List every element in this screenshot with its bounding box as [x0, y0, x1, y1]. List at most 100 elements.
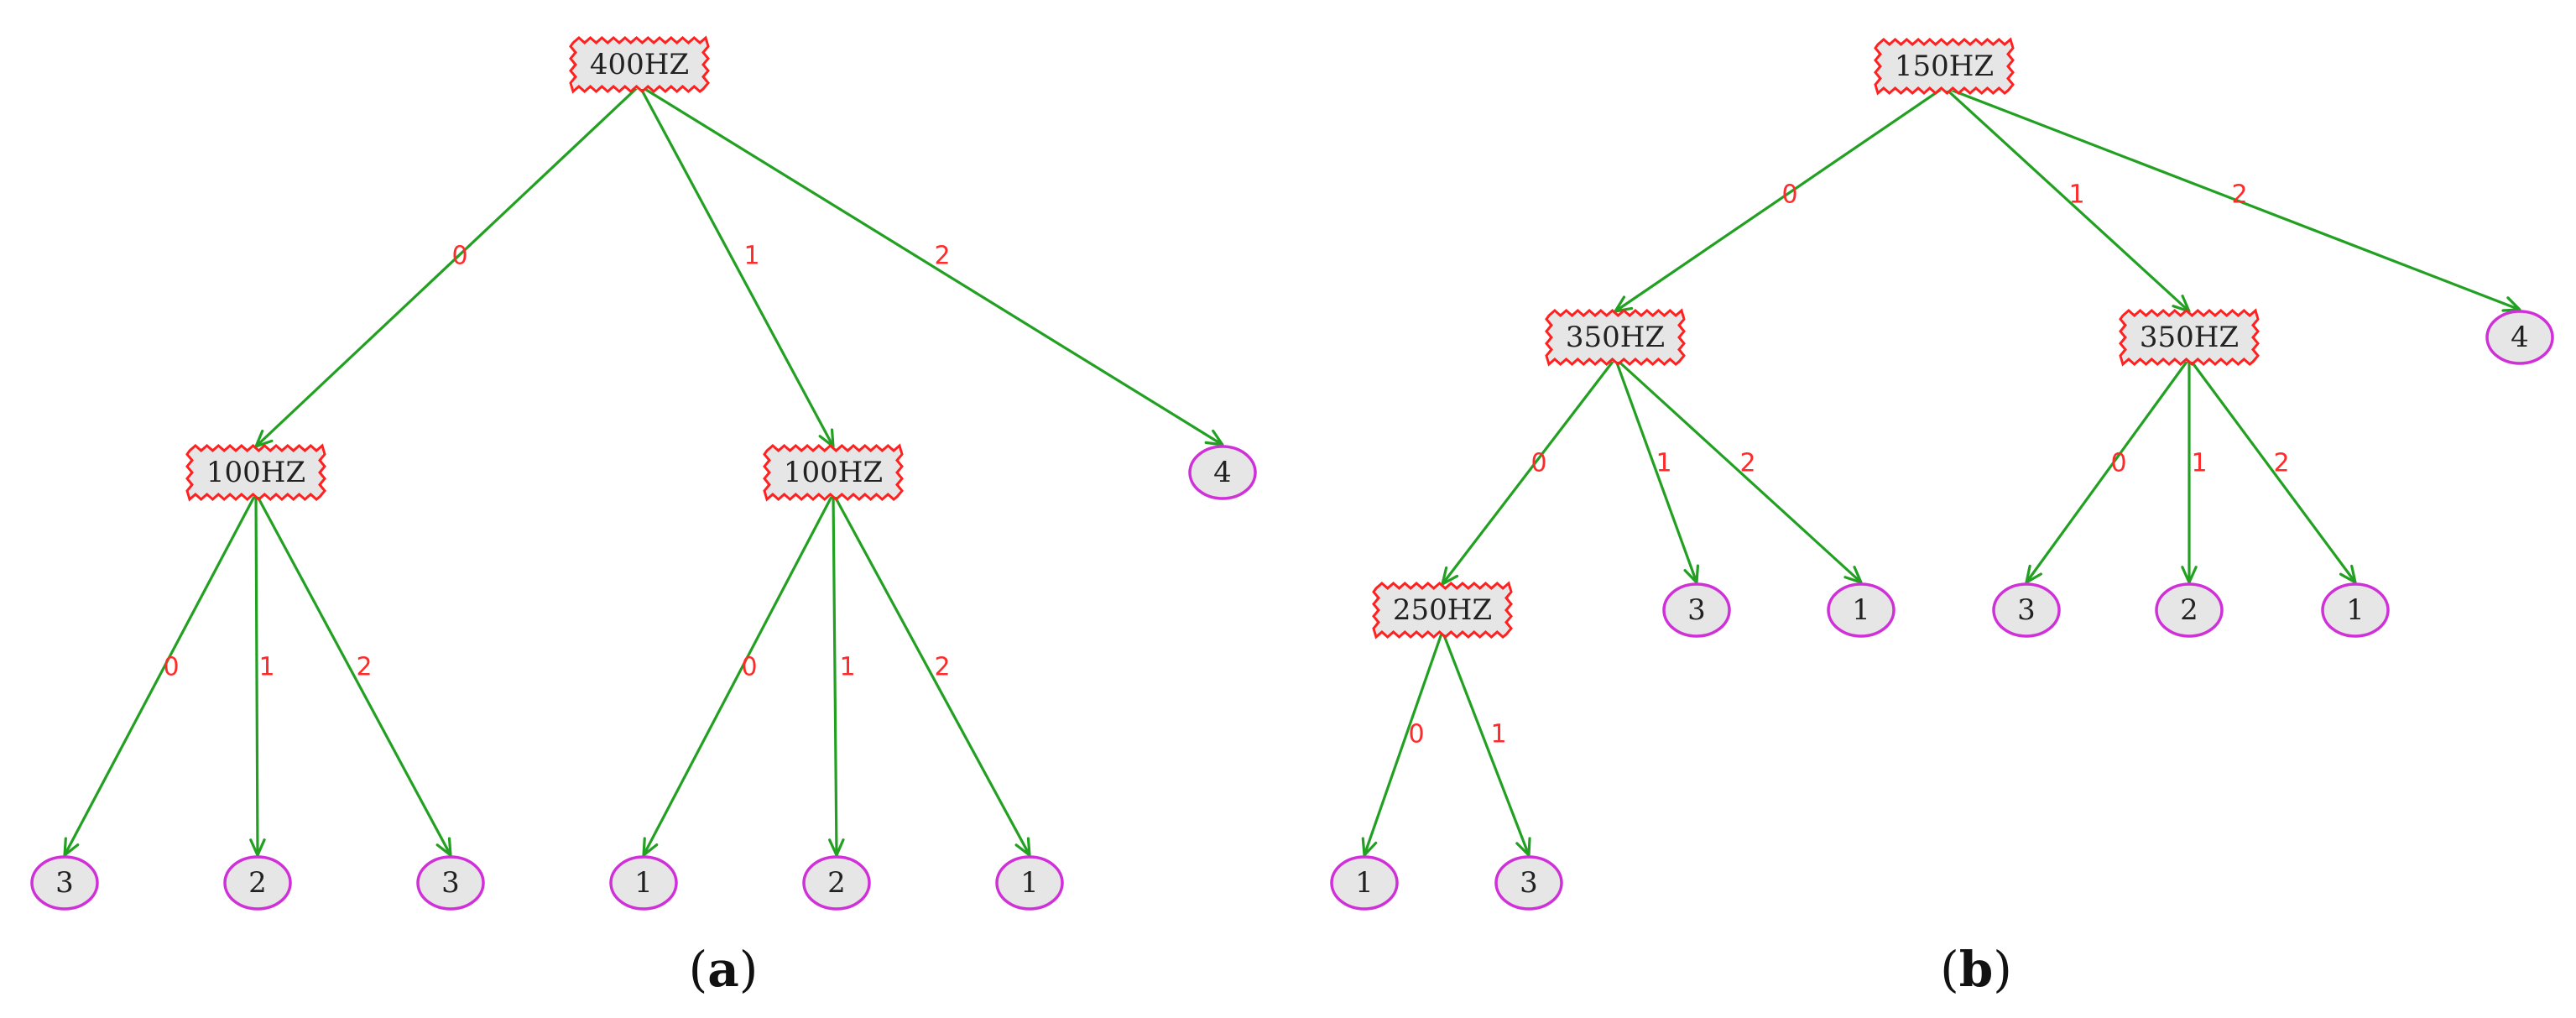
edge-label: 1: [2191, 449, 2207, 478]
edge-line: [254, 493, 452, 856]
leaf-node: 2: [223, 855, 292, 911]
split-node-box: [190, 448, 322, 497]
split-node-border: [569, 35, 710, 94]
node-label: 400HZ: [590, 48, 689, 81]
edge-label: 0: [741, 653, 757, 682]
node-label: 1: [1020, 866, 1039, 900]
arrowhead-icon: [2501, 296, 2521, 312]
edge-label: 1: [743, 242, 759, 271]
split-node-box: [1549, 313, 1682, 362]
edge-line: [2025, 358, 2191, 583]
leaf-node: 1: [995, 855, 1064, 911]
caption-letter: a: [707, 941, 739, 998]
split-node: 150HZ: [1874, 37, 2015, 96]
arrowhead-icon: [1683, 564, 1700, 584]
node-label: 350HZ: [1566, 321, 1665, 354]
edge-label: 0: [163, 653, 179, 682]
caption-paren: (: [1940, 941, 1959, 998]
split-node: 250HZ: [1372, 581, 1513, 640]
tree-edge: 1: [638, 85, 835, 448]
node-label: 4: [2511, 321, 2529, 354]
node-label: 150HZ: [1895, 50, 1994, 83]
leaf-node-ellipse: [223, 855, 292, 911]
edge-label: 2: [934, 242, 950, 271]
edge-line: [642, 493, 835, 856]
edge-line: [1614, 358, 1698, 583]
leaf-node-ellipse: [2485, 310, 2554, 365]
edge-line: [638, 85, 835, 447]
edge-label: 2: [1739, 449, 1755, 478]
edge-label: 1: [1656, 449, 1671, 478]
split-node: 100HZ: [185, 443, 326, 502]
node-label: 4: [1213, 456, 1232, 489]
edge-line: [1943, 86, 2521, 311]
edge-label: 1: [258, 653, 274, 682]
edge-line: [1441, 630, 1530, 856]
panel-caption: (a): [689, 941, 759, 998]
tree-edge: 2: [254, 493, 452, 857]
tree-edge: 0: [1361, 630, 1444, 857]
edge-line: [63, 493, 258, 856]
edge-line: [254, 84, 641, 448]
leaf-node: 3: [1992, 582, 2061, 638]
node-label: 250HZ: [1393, 593, 1492, 627]
leaf-node: 1: [2321, 582, 2390, 638]
tree-edge: 0: [1614, 86, 1945, 313]
tree-edge: 2: [1614, 357, 1863, 584]
split-node: 400HZ: [569, 35, 710, 94]
tree-edge: 0: [254, 84, 641, 448]
node-label: 3: [1687, 593, 1706, 627]
edge-label: 0: [1781, 180, 1797, 210]
leaf-node: 4: [1188, 445, 1257, 500]
arrowhead-icon: [1204, 429, 1224, 446]
tree-edge: 0: [63, 493, 258, 857]
caption-paren: (: [689, 941, 708, 998]
leaf-node-ellipse: [1188, 445, 1257, 500]
arrowhead-icon: [2025, 564, 2042, 584]
edge-label: 1: [2068, 180, 2084, 210]
edge-label: 1: [1490, 720, 1506, 749]
node-label: 2: [2180, 593, 2198, 627]
leaf-node: 3: [30, 855, 99, 911]
node-label: 100HZ: [784, 456, 883, 489]
edge-line: [832, 493, 838, 856]
leaf-node-ellipse: [416, 855, 485, 911]
tree-edge: 0: [1441, 358, 1617, 586]
split-node-box: [767, 448, 900, 497]
edge-line: [832, 493, 1031, 856]
split-node-box: [2123, 313, 2255, 362]
edge-line: [2188, 358, 2357, 583]
arrowhead-icon: [2181, 566, 2198, 584]
leaf-node-ellipse: [1330, 855, 1399, 911]
arrowhead-icon: [828, 838, 845, 857]
edge-label: 2: [2273, 449, 2289, 478]
node-label: 1: [2346, 593, 2365, 627]
node-label: 3: [441, 866, 460, 900]
edge-line: [1614, 357, 1863, 584]
tree-edge: 1: [1614, 358, 1700, 584]
node-label: 3: [55, 866, 74, 900]
arrowhead-icon: [1843, 566, 1863, 584]
panel-caption: (b): [1940, 941, 2012, 998]
arrowhead-icon: [249, 838, 266, 857]
tree-edge: 2: [832, 493, 1031, 857]
leaf-node: 1: [609, 855, 678, 911]
split-node-border: [763, 443, 904, 502]
leaf-node: 3: [1494, 855, 1563, 911]
edge-line: [1942, 86, 2191, 313]
leaf-node-ellipse: [1827, 582, 1895, 638]
split-node: 350HZ: [2119, 308, 2260, 367]
leaf-node-ellipse: [1992, 582, 2061, 638]
edge-line: [639, 84, 1223, 446]
node-label: 3: [2017, 593, 2036, 627]
leaf-node-ellipse: [609, 855, 678, 911]
tree-edge: 0: [2025, 358, 2191, 584]
tree-edge: 2: [1943, 86, 2521, 312]
leaf-node-ellipse: [2321, 582, 2390, 638]
tree-edge: 1: [249, 493, 275, 857]
edge-label: 0: [451, 242, 467, 271]
node-label: 350HZ: [2140, 321, 2239, 354]
arrowhead-icon: [435, 837, 452, 857]
